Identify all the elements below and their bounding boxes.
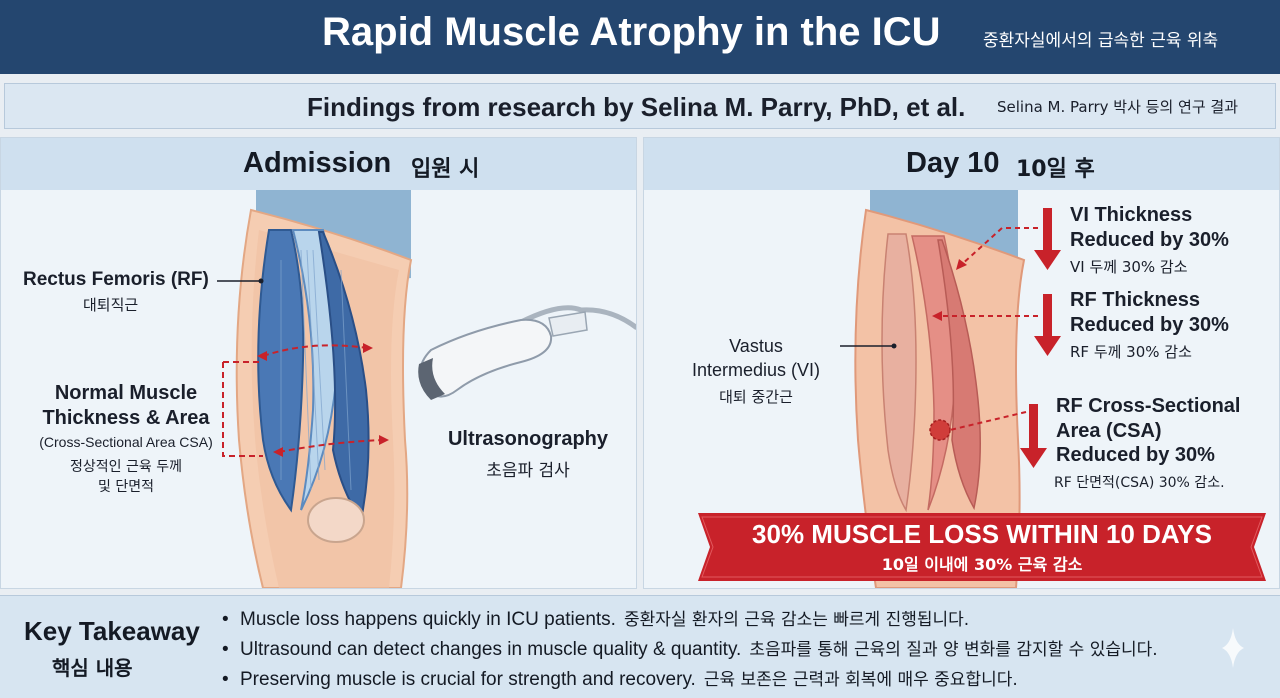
vi-label-korean: 대퇴 중간근	[719, 388, 793, 406]
bullet-icon: •	[222, 669, 229, 690]
day10-title: Day 10	[906, 147, 1000, 179]
bullet-icon: •	[222, 639, 229, 660]
normal-muscle-korean1: 정상적인 근육 두께	[70, 459, 182, 475]
measurement-arrows	[222, 344, 384, 457]
list-item: • Muscle loss happens quickly in ICU pati…	[222, 605, 1158, 635]
admission-panel: Admission 입원 시	[0, 137, 637, 589]
normal-muscle-korean2: 및 단면적	[98, 479, 154, 495]
vi-finding-line1: VI Thickness	[1070, 204, 1193, 226]
takeaway-text-korean: 초음파를 통해 근육의 질과 양 변화를 감지할 수 있습니다.	[749, 640, 1158, 660]
rf-finding-line2: Reduced by 30%	[1070, 314, 1229, 336]
takeaway-text-korean: 중환자실 환자의 근육 감소는 빠르게 진행됩니다.	[623, 610, 970, 630]
admission-title-korean: 입원 시	[411, 157, 480, 182]
csa-finding-korean: RF 단면적(CSA) 30% 감소.	[1054, 475, 1225, 491]
muscle-loss-banner: 30% MUSCLE LOSS WITHIN 10 DAYS 10일 이내에 3…	[698, 513, 1266, 581]
takeaway-list: • Muscle loss happens quickly in ICU pati…	[222, 605, 1158, 695]
csa-finding-line2: Area (CSA)	[1056, 420, 1162, 442]
rf-finding-korean: RF 두께 30% 감소	[1070, 343, 1192, 361]
takeaway-text: Muscle loss happens quickly in ICU patie…	[240, 609, 616, 630]
vastus-intermedius-muscle	[937, 239, 981, 511]
reduction-arrows	[1020, 208, 1061, 468]
header-bar: Rapid Muscle Atrophy in the ICU 중환자실에서의 …	[0, 0, 1280, 74]
vi-finding-korean: VI 두께 30% 감소	[1070, 258, 1188, 276]
sparkle-icon	[1222, 628, 1244, 668]
vi-finding-line2: Reduced by 30%	[1070, 229, 1229, 251]
day10-title-korean: 10일 후	[1016, 157, 1095, 182]
ultrasonography-label: Ultrasonography	[447, 428, 609, 450]
kneecap	[307, 497, 365, 543]
key-takeaway-section: Key Takeaway 핵심 내용 • Muscle loss happens …	[0, 595, 1280, 698]
key-takeaway-title-korean: 핵심 내용	[52, 656, 133, 680]
key-takeaway-title: Key Takeaway	[24, 616, 200, 646]
ultrasound-probe-icon	[418, 305, 636, 400]
research-subheader: Findings from research by Selina M. Parr…	[4, 83, 1276, 129]
day10-header: Day 10 10일 후	[644, 138, 1279, 190]
ultrasonography-label-korean: 초음파 검사	[486, 461, 570, 481]
csa-marker	[929, 419, 951, 441]
rf-finding-line1: RF Thickness	[1070, 289, 1201, 311]
normal-muscle-line2: Thickness & Area	[42, 407, 210, 429]
page-title: Rapid Muscle Atrophy in the ICU	[322, 10, 941, 54]
csa-note: (Cross-Sectional Area CSA)	[39, 434, 213, 450]
rf-label: Rectus Femoris (RF)	[23, 269, 209, 290]
takeaway-text-korean: 근육 보존은 근력과 회복에 매우 중요합니다.	[703, 670, 1018, 690]
research-credit-korean: Selina M. Parry 박사 등의 연구 결과	[997, 98, 1239, 116]
vi-label-line1: Vastus	[729, 336, 783, 356]
page-title-korean: 중환자실에서의 급속한 근육 위축	[983, 31, 1219, 51]
takeaway-text: Ultrasound can detect changes in muscle …	[240, 639, 742, 660]
vi-label-line2: Intermedius (VI)	[691, 360, 821, 380]
research-credit: Findings from research by Selina M. Parr…	[307, 92, 966, 122]
banner-ribbon-shape	[698, 513, 1266, 581]
atrophied-thigh-illustration	[840, 190, 1061, 588]
csa-finding-line1: RF Cross-Sectional	[1056, 395, 1241, 417]
admission-header: Admission 입원 시	[1, 138, 636, 190]
csa-finding-line3: Reduced by 30%	[1056, 444, 1215, 466]
takeaway-text: Preserving muscle is crucial for strengt…	[240, 669, 696, 690]
banner-text-korean: 10일 이내에 30% 근육 감소	[881, 555, 1083, 574]
rf-label-korean: 대퇴직근	[83, 296, 139, 314]
muscle-left	[881, 233, 917, 513]
list-item: • Ultrasound can detect changes in muscle…	[222, 635, 1158, 665]
normal-muscle-line1: Normal Muscle	[54, 382, 198, 404]
admission-title: Admission	[243, 147, 392, 179]
banner-text: 30% MUSCLE LOSS WITHIN 10 DAYS	[752, 519, 1212, 549]
list-item: • Preserving muscle is crucial for streng…	[222, 665, 1158, 695]
bullet-icon: •	[222, 609, 229, 630]
healthy-thigh-illustration	[217, 190, 636, 588]
